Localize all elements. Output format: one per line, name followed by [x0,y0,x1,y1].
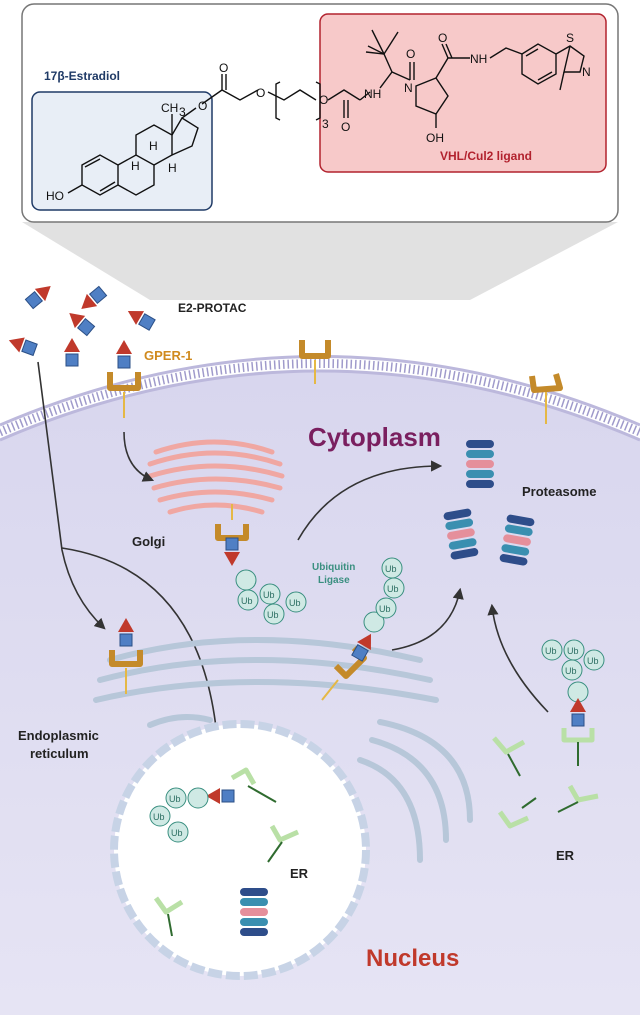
svg-text:Ub: Ub [169,794,181,804]
proteasome-label: Proteasome [522,484,596,499]
atom-o-ester: O [198,99,207,113]
atom-methyl-sub: 3 [179,105,186,119]
protac-icon [81,285,108,309]
golgi-apparatus [147,439,285,515]
atom-o-carbonyl2: O [341,120,350,134]
atom-o-carbonyl4: O [438,31,447,45]
atom-nh-amide2: NH [470,52,487,66]
atom-oh: OH [426,131,444,145]
nucleus [110,720,370,980]
svg-text:Ub: Ub [565,666,577,676]
proteasome [443,508,479,560]
atom-ho: HO [46,189,64,203]
cyto-er-ub-complex: Ub Ub Ub Ub [541,639,605,766]
ubiquitin-ligase-label-2: Ligase [318,575,350,586]
peg-count: 3 [322,117,329,131]
protac-molecules [8,285,156,367]
er-receptor [492,736,526,777]
er-receptor [153,896,184,937]
er-receptor [267,824,300,863]
svg-text:Ub: Ub [289,598,301,608]
pathway-arrows [37,361,549,883]
protac-icon [24,286,51,310]
gper1-receptor [107,340,141,418]
nucleus-label: Nucleus [366,945,459,972]
atom-o-carbonyl3: O [406,47,415,61]
e2-protac-label: E2-PROTAC [178,301,247,315]
zoom-funnel [22,222,618,300]
atom-n-thiazole: N [582,65,591,79]
atom-h-b: H [131,159,140,173]
svg-text:Ub: Ub [379,604,391,614]
protac-icon [69,313,96,337]
protac-icon [127,311,156,331]
svg-text:Ub: Ub [267,610,279,620]
atom-o-ether2: O [319,93,328,107]
estradiol-skeleton [67,107,199,196]
cytoplasm-label: Cytoplasm [308,422,441,452]
gper1-receptor-empty [529,373,563,424]
er-receptor [557,784,599,813]
svg-text:Ub: Ub [587,656,599,666]
svg-text:Ub: Ub [153,812,165,822]
svg-text:Ub: Ub [567,646,579,656]
er-right-label: ER [556,848,575,863]
svg-text:Ub: Ub [385,564,397,574]
er-gper-ub-complex: Ub Ub Ub [321,557,405,701]
atom-o-ether1: O [256,86,265,100]
atom-nh-amide1: NH [364,87,381,101]
atom-h-a: H [149,139,158,153]
er-gper-complex [109,618,143,694]
ubiquitin-ligase-label-1: Ubiquitin [312,562,355,573]
svg-text:Ub: Ub [241,596,253,606]
endoplasmic-reticulum [93,637,473,863]
er-receptor [497,797,537,829]
golgi-complex [215,504,257,591]
atom-methyl: CH [161,101,178,115]
atom-h-c: H [168,161,177,175]
endoplasmic-label-1: Endoplasmic [18,728,99,743]
proteasome [499,514,535,566]
svg-text:Ub: Ub [171,828,183,838]
protac-icon [64,338,80,367]
gper1-receptor-empty [299,340,331,384]
svg-text:Ub: Ub [387,584,399,594]
endoplasmic-label-2: reticulum [30,746,89,761]
structure-panel: 17β-Estradiol VHL/Cul2 ligand CH 3 HO H … [21,3,619,223]
svg-text:Ub: Ub [545,646,557,656]
golgi-label: Golgi [132,534,165,549]
ub-chain: Ub Ub Ub Ub [237,583,307,625]
nuclear-er-complex: Ub Ub Ub [149,767,277,843]
estradiol-label: 17β-Estradiol [44,69,120,83]
protac-icon [8,337,38,357]
atom-n-pyrrolidine: N [404,81,413,95]
proteasome [466,440,494,488]
atom-o-carbonyl1: O [219,61,228,75]
gper1-label: GPER-1 [144,348,192,363]
proteasome [240,888,268,936]
atom-s-thiazole: S [566,31,574,45]
estradiol-box [31,91,213,211]
svg-text:Ub: Ub [263,590,275,600]
peg-linker [201,74,361,121]
er-nucleus-label: ER [290,866,309,881]
vhl-label: VHL/Cul2 ligand [440,149,532,163]
vhl-skeleton [359,29,585,128]
